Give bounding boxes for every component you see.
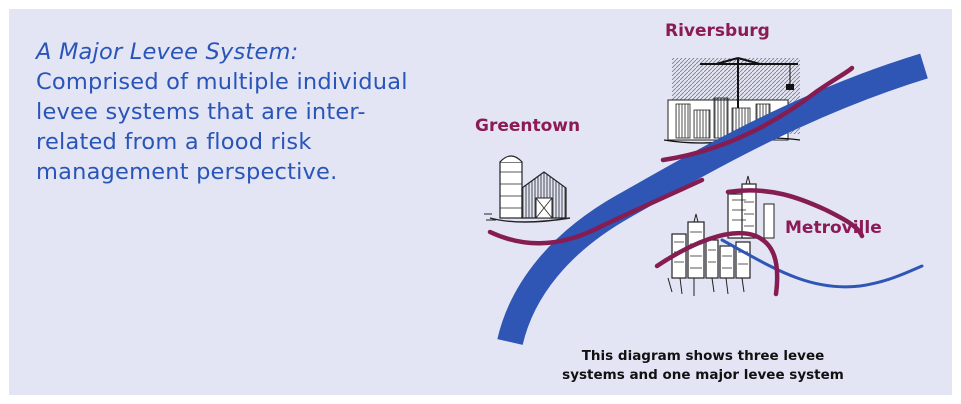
- caption-line-1: This diagram shows three levee: [581, 348, 825, 364]
- levee-metroville-lower: [654, 230, 780, 297]
- river: [497, 53, 928, 346]
- levee-riversburg: [660, 65, 855, 163]
- levee-greentown: [487, 177, 705, 246]
- caption-line-2: systems and one major levee system: [562, 367, 844, 383]
- definition-text: A Major Levee System: Comprised of multi…: [36, 37, 416, 187]
- greentown-illustration: [484, 155, 571, 223]
- greentown-label: Greentown: [475, 116, 581, 136]
- definition-term: A Major Levee System:: [36, 39, 299, 65]
- levee-metroville-upper: [725, 188, 865, 239]
- tributary: [720, 238, 924, 289]
- riversburg-label: Riversburg: [665, 21, 770, 41]
- diagram-caption: This diagram shows three levee systems a…: [538, 347, 868, 385]
- metroville-label: Metroville: [785, 218, 882, 238]
- levee-lines: [487, 65, 865, 297]
- definition-body: Comprised of multiple individual levee s…: [36, 69, 408, 185]
